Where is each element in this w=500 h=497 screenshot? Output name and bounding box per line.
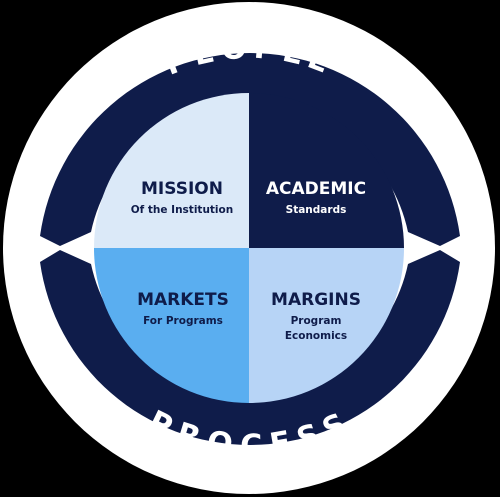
margins-title: MARGINS <box>271 290 361 310</box>
ring-upper-half <box>40 53 460 246</box>
ring-lower-half <box>40 250 460 445</box>
mission-subtitle: Of the Institution <box>131 204 233 216</box>
academic-subtitle: Standards <box>286 204 347 216</box>
margins-subtitle-line2: Economics <box>285 330 347 342</box>
mission-title: MISSION <box>141 179 223 199</box>
markets-title: MARKETS <box>137 290 229 310</box>
markets-subtitle: For Programs <box>143 315 223 327</box>
academic-title: ACADEMIC <box>266 179 366 199</box>
margins-subtitle-line1: Program <box>291 315 342 327</box>
